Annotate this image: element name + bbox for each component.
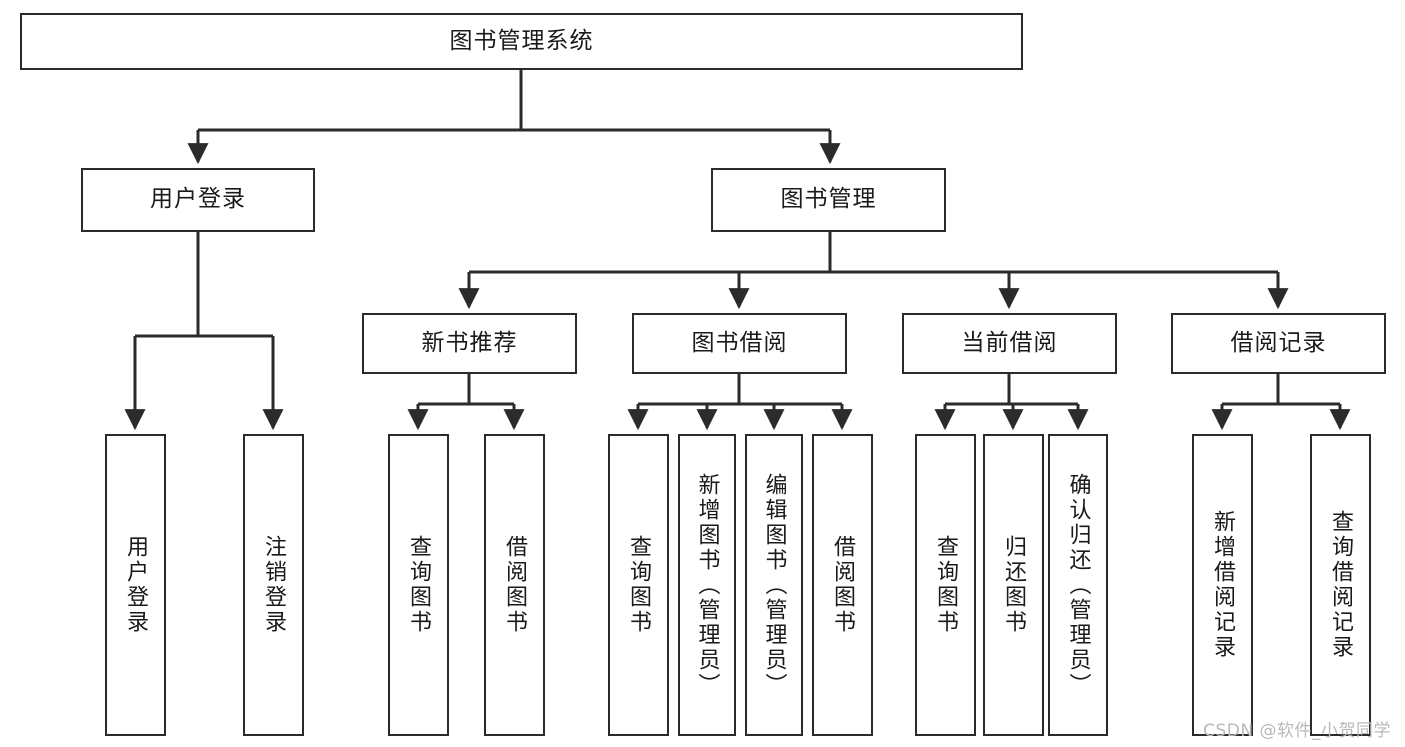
node-label: 用户登录 bbox=[150, 186, 246, 213]
node-label: 借阅记录 bbox=[1230, 329, 1327, 356]
node-current-borrow[interactable]: 当前借阅 bbox=[902, 313, 1117, 374]
leaf-label: 借阅图书 bbox=[502, 535, 528, 635]
leaf-node[interactable]: 用户登录 bbox=[105, 434, 166, 736]
leaf-node[interactable]: 查询借阅记录 bbox=[1310, 434, 1371, 736]
node-label: 图书管理 bbox=[780, 186, 877, 213]
leaf-node[interactable]: 查询图书 bbox=[608, 434, 669, 736]
node-root-system[interactable]: 图书管理系统 bbox=[20, 13, 1023, 70]
leaf-node[interactable]: 新增借阅记录 bbox=[1192, 434, 1253, 736]
leaf-label: 注销登录 bbox=[261, 535, 287, 635]
node-book-borrow[interactable]: 图书借阅 bbox=[632, 313, 847, 374]
leaf-label: 查询图书 bbox=[626, 535, 652, 635]
node-label: 图书管理系统 bbox=[449, 27, 594, 54]
leaf-label: 借阅图书 bbox=[830, 535, 856, 635]
leaf-label: 新增借阅记录 bbox=[1210, 510, 1236, 660]
node-label: 图书借阅 bbox=[691, 329, 788, 356]
leaf-label: 编辑图书（管理员） bbox=[761, 472, 787, 698]
leaf-node[interactable]: 借阅图书 bbox=[484, 434, 545, 736]
leaf-label: 确认归还（管理员） bbox=[1065, 472, 1091, 698]
leaf-node[interactable]: 借阅图书 bbox=[812, 434, 873, 736]
node-book-management[interactable]: 图书管理 bbox=[711, 168, 946, 232]
node-borrow-record[interactable]: 借阅记录 bbox=[1171, 313, 1386, 374]
leaf-node[interactable]: 注销登录 bbox=[243, 434, 304, 736]
watermark: CSDN @软件_小贺同学 bbox=[1203, 721, 1391, 741]
leaf-label: 新增图书（管理员） bbox=[694, 472, 720, 698]
leaf-node[interactable]: 编辑图书（管理员） bbox=[745, 434, 803, 736]
leaf-node[interactable]: 归还图书 bbox=[983, 434, 1044, 736]
leaf-label: 用户登录 bbox=[123, 535, 149, 635]
leaf-label: 查询借阅记录 bbox=[1328, 510, 1354, 660]
leaf-label: 查询图书 bbox=[406, 535, 432, 635]
node-label: 当前借阅 bbox=[961, 329, 1058, 356]
leaf-node[interactable]: 新增图书（管理员） bbox=[678, 434, 736, 736]
leaf-label: 查询图书 bbox=[933, 535, 959, 635]
leaf-node[interactable]: 确认归还（管理员） bbox=[1048, 434, 1108, 736]
node-new-book-recommend[interactable]: 新书推荐 bbox=[362, 313, 577, 374]
leaf-node[interactable]: 查询图书 bbox=[388, 434, 449, 736]
node-user-login[interactable]: 用户登录 bbox=[81, 168, 315, 232]
leaf-node[interactable]: 查询图书 bbox=[915, 434, 976, 736]
node-label: 新书推荐 bbox=[421, 329, 518, 356]
leaf-label: 归还图书 bbox=[1001, 535, 1027, 635]
